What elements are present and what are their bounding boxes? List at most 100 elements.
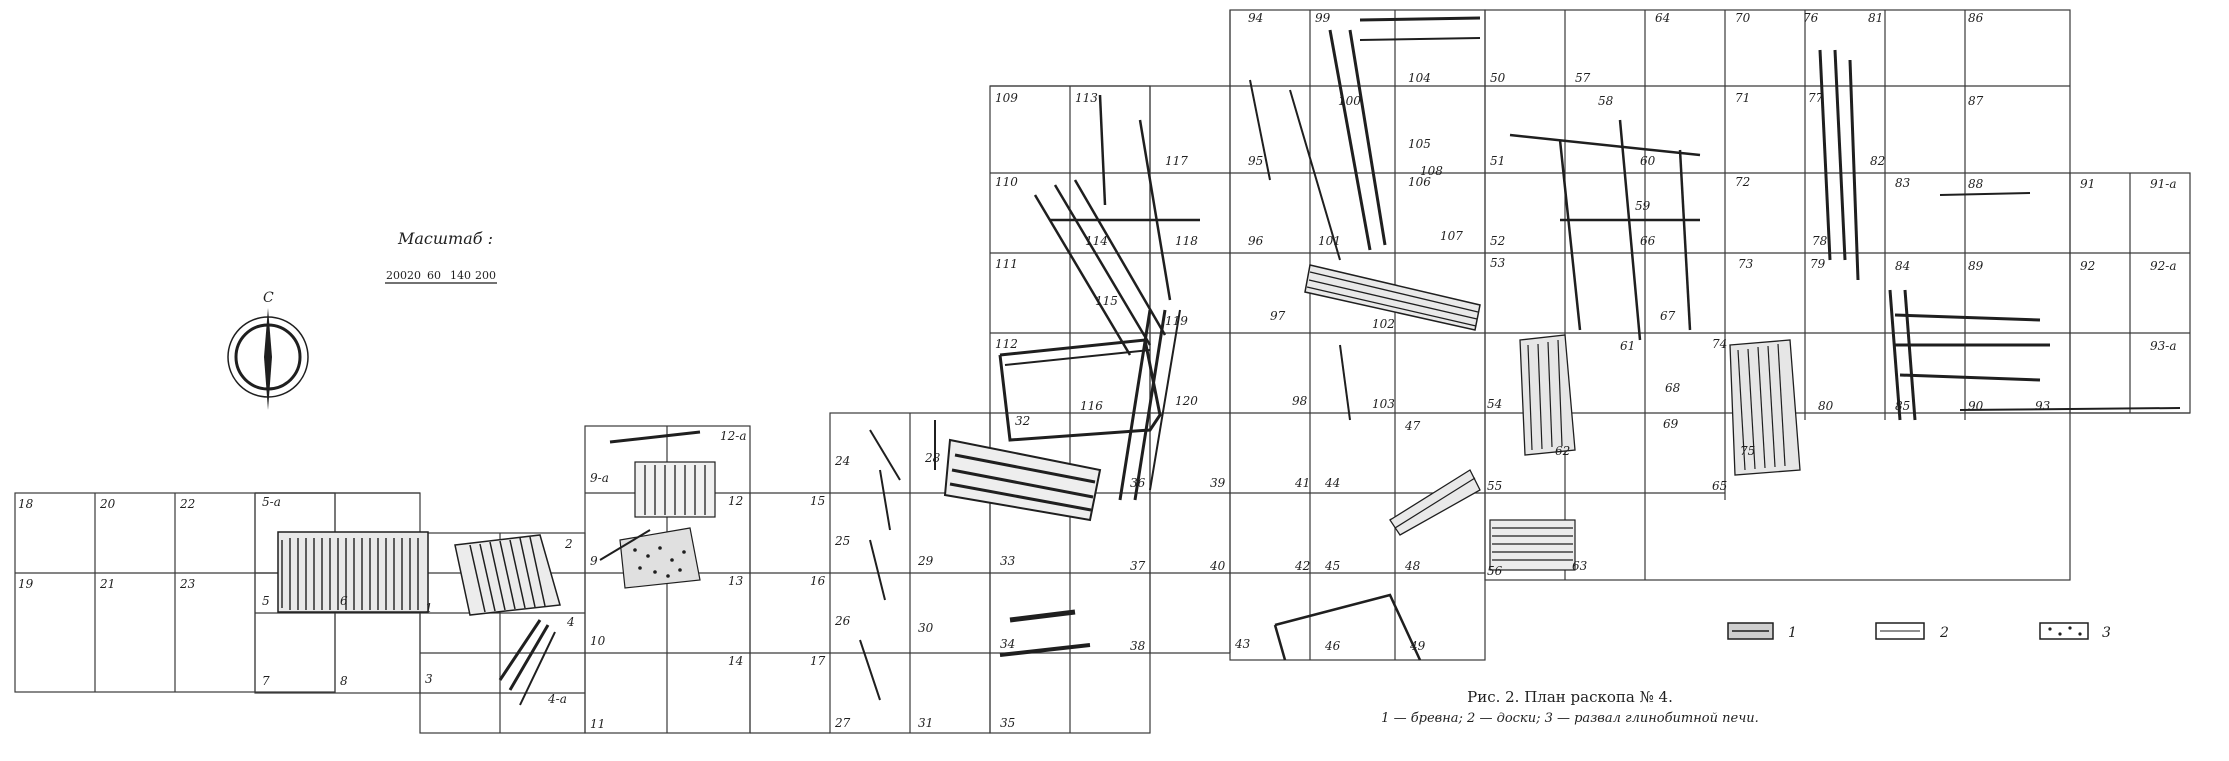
legend-num-3: 3 <box>2102 625 2111 641</box>
square-number-107: 107 <box>1440 229 1463 243</box>
square-number-4-а: 4-а <box>547 692 567 706</box>
square-number-54: 54 <box>1487 397 1502 411</box>
legend-item-logs: 1 <box>1727 622 1797 641</box>
square-number-3: 3 <box>425 672 433 686</box>
legend-item-oven-debris: 3 <box>2039 622 2111 641</box>
square-number-66: 66 <box>1640 234 1656 248</box>
square-number-110: 110 <box>995 175 1018 189</box>
square-number-12: 12 <box>728 494 743 508</box>
square-number-104: 104 <box>1408 71 1431 85</box>
square-number-84: 84 <box>1895 259 1910 273</box>
square-number-76: 76 <box>1803 11 1819 25</box>
square-number-12-а: 12-а <box>720 429 746 443</box>
square-number-13: 13 <box>728 574 744 588</box>
figure-caption: Рис. 2. План раскопа № 4. 1 — бревна; 2 … <box>1381 688 1759 726</box>
square-number-57: 57 <box>1575 71 1591 85</box>
square-number-119: 119 <box>1165 314 1188 328</box>
square-number-87: 87 <box>1968 94 1984 108</box>
square-number-113: 113 <box>1075 91 1098 105</box>
square-number-29: 29 <box>917 554 934 568</box>
scale-tick-3: 140 <box>450 269 471 282</box>
scale-title: Масштаб : <box>397 229 493 248</box>
square-number-115: 115 <box>1095 294 1118 308</box>
square-number-96: 96 <box>1248 234 1264 248</box>
square-number-105: 105 <box>1408 137 1431 151</box>
square-number-2: 2 <box>564 537 573 551</box>
square-number-31: 31 <box>918 716 933 730</box>
caption-title: Рис. 2. План раскопа № 4. <box>1467 688 1673 706</box>
square-number-17: 17 <box>810 654 826 668</box>
square-number-94: 94 <box>1248 11 1263 25</box>
caption-legend: 1 — бревна; 2 — доски; 3 — развал глиноб… <box>1381 711 1759 726</box>
square-number-73: 73 <box>1738 257 1754 271</box>
square-number-16: 16 <box>810 574 826 588</box>
square-number-9: 9 <box>590 554 598 568</box>
square-number-93: 93 <box>2035 399 2051 413</box>
square-number-14: 14 <box>728 654 743 668</box>
square-number-61: 61 <box>1620 339 1635 353</box>
square-number-15: 15 <box>810 494 825 508</box>
scale-bar: Масштаб : 200 20 60 140 200 <box>385 229 497 284</box>
square-number-112: 112 <box>995 337 1018 351</box>
square-number-102: 102 <box>1372 317 1395 331</box>
log-floor-56 <box>1489 519 1576 571</box>
compass-needle-icon <box>264 308 272 410</box>
square-number-93-а: 93-а <box>2150 339 2176 353</box>
square-number-111: 111 <box>995 257 1018 271</box>
square-number-120: 120 <box>1175 394 1198 408</box>
log-frame-84 <box>1888 192 2181 421</box>
square-number-6: 6 <box>340 594 348 608</box>
square-number-53: 53 <box>1490 256 1506 270</box>
square-number-106: 106 <box>1408 175 1431 189</box>
square-number-35: 35 <box>1000 716 1015 730</box>
square-number-80: 80 <box>1818 399 1834 413</box>
square-number-5-а: 5-а <box>262 495 281 509</box>
square-number-25: 25 <box>834 534 850 548</box>
legend-num-1: 1 <box>1788 625 1797 641</box>
square-number-70: 70 <box>1735 11 1751 25</box>
square-number-82: 82 <box>1870 154 1885 168</box>
square-number-5: 5 <box>262 594 270 608</box>
square-number-101: 101 <box>1318 234 1341 248</box>
square-number-116: 116 <box>1080 399 1103 413</box>
compass-north-label: С <box>263 290 274 306</box>
square-number-37: 37 <box>1130 559 1146 573</box>
square-number-49: 49 <box>1409 639 1426 653</box>
square-number-74: 74 <box>1712 337 1727 351</box>
square-number-95: 95 <box>1248 154 1263 168</box>
square-number-11: 11 <box>590 717 605 731</box>
square-number-118: 118 <box>1175 234 1198 248</box>
log-frame-58 <box>1509 119 1701 341</box>
square-number-62: 62 <box>1555 444 1570 458</box>
square-number-78: 78 <box>1812 234 1828 248</box>
square-number-60: 60 <box>1640 154 1656 168</box>
square-number-22: 22 <box>179 497 195 511</box>
scale-tick-2: 60 <box>427 269 441 282</box>
square-number-65: 65 <box>1712 479 1727 493</box>
log-frame-43 <box>1273 593 1422 661</box>
square-number-1: 1 <box>425 601 433 615</box>
square-number-88: 88 <box>1968 177 1984 191</box>
square-number-23: 23 <box>179 577 196 591</box>
diagonal-logs-114 <box>1033 94 1200 356</box>
log-floor-5-6 <box>277 531 429 613</box>
log-floor-1-2 <box>454 534 561 706</box>
square-number-55: 55 <box>1487 479 1502 493</box>
plank-bundle-101 <box>1249 16 1481 331</box>
square-number-92-а: 92-а <box>2150 259 2176 273</box>
square-number-83: 83 <box>1895 176 1911 190</box>
square-number-91-а: 91-а <box>2150 177 2176 191</box>
oven-debris-9a <box>599 430 716 589</box>
square-number-19: 19 <box>18 577 34 591</box>
square-number-20: 20 <box>99 497 116 511</box>
square-number-9-а: 9-а <box>590 471 609 485</box>
legend-num-2: 2 <box>1939 625 1949 641</box>
logs-71-72 <box>1818 49 1860 281</box>
excavated-features <box>277 16 2181 706</box>
square-number-58: 58 <box>1598 94 1614 108</box>
square-number-36: 36 <box>1130 476 1146 490</box>
square-number-33: 33 <box>1000 554 1016 568</box>
square-number-18: 18 <box>18 497 34 511</box>
square-number-99: 99 <box>1315 11 1331 25</box>
